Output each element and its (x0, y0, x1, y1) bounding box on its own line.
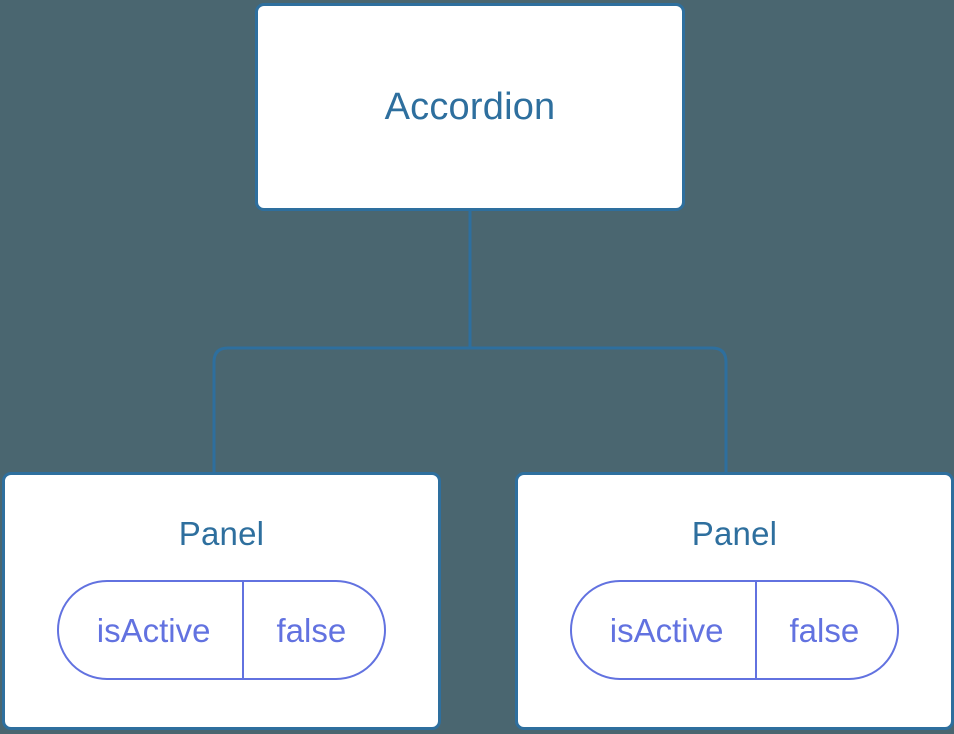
prop-pill-key-1: isActive (96, 611, 211, 649)
prop-pill-value-1: false (242, 582, 384, 678)
node-panel-2[interactable]: Panel isActive false (515, 472, 954, 730)
edge-child-bus (212, 346, 728, 478)
node-panel-1-title: Panel (178, 515, 265, 552)
node-accordion-title: Accordion (384, 86, 556, 128)
prop-pill-is-active-1[interactable]: isActive false (56, 580, 387, 680)
prop-pill-value-2: false (755, 582, 897, 678)
node-panel-2-title: Panel (691, 515, 778, 552)
prop-pill-key-2: isActive (609, 611, 724, 649)
node-panel-1[interactable]: Panel isActive false (2, 472, 441, 730)
prop-pill-is-active-2[interactable]: isActive false (569, 580, 900, 680)
node-accordion[interactable]: Accordion (255, 3, 685, 211)
